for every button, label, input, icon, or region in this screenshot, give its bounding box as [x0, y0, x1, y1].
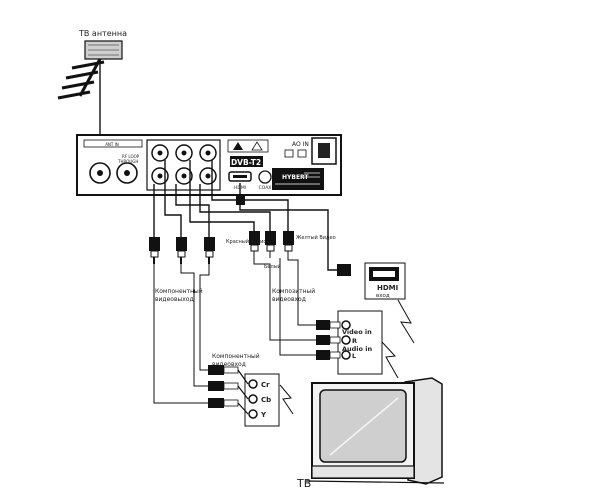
receiver-back-panel: ANT IN RF LOOP THROUGH DVB-T2 AO IN HYBE… [76, 134, 342, 196]
cr-socket [248, 379, 258, 389]
brand-label-plate [272, 168, 324, 190]
video-in-socket [341, 320, 351, 330]
component-input-box: Cr Cb Y [208, 365, 294, 427]
component-plugs [149, 237, 215, 264]
audio-l-socket [341, 350, 351, 360]
hdmi-plug [337, 264, 351, 276]
coax-port-label: COAX [259, 185, 272, 191]
rf-loop-label: RF LOOP [122, 154, 140, 159]
coax-port [258, 170, 272, 184]
rca-plug-blue [176, 237, 187, 264]
audio-l-label: L [352, 352, 356, 360]
tv-screen [319, 389, 407, 463]
cr-label: Cr [261, 381, 270, 389]
tv-antenna: ТВ антенна [57, 29, 127, 140]
composite-in-label-2: видеовход [272, 296, 306, 303]
dvb-logo [230, 156, 263, 167]
hdmi-input: HDMI вход [337, 262, 415, 344]
tv-set: ТВ [296, 377, 445, 490]
rf-through-label: THROUGH [117, 159, 138, 164]
video-in-label: Video in [342, 328, 372, 336]
hdmi-input-label-2: вход [376, 293, 390, 299]
audio-in-label: Audio in [342, 345, 372, 353]
dvb-logo-text: DVB-T2 [231, 158, 261, 167]
white-label: Белый [264, 263, 281, 270]
brand-label: HYBERT [282, 174, 309, 181]
rca-plug-green [149, 237, 160, 264]
cb-label: Cb [261, 396, 271, 404]
component-out-label-1: Компонентный [155, 288, 203, 295]
component-out-label-2: видеовыход [155, 296, 194, 303]
lower-cables [153, 251, 316, 404]
hdmi-input-label-1: HDMI [377, 284, 398, 292]
audio-r-socket [341, 335, 351, 345]
av-input-box: Video in R Audio in L [316, 310, 399, 379]
composite-plugs: Красный аудио Белый Желтый Видео [226, 231, 336, 270]
yellow-video-label: Желтый Видео [296, 234, 336, 241]
cables [153, 160, 340, 271]
tv-label: ТВ [296, 477, 311, 490]
audio-r-label: R [352, 337, 357, 345]
rca-plug-white-audio [265, 231, 276, 245]
composite-in-label-1: Композитный [272, 288, 315, 295]
cb-socket [248, 394, 258, 404]
ao-in-label: AO IN [292, 141, 309, 148]
ant-in-label: ANT IN [105, 142, 119, 147]
y-label: Y [260, 411, 267, 419]
y-socket [248, 409, 258, 419]
rca-plug-yellow-video [283, 231, 294, 245]
rca-plug-red [204, 237, 215, 264]
rca-plug-red-audio [249, 231, 260, 245]
component-in-label-2: видеовход [212, 361, 246, 368]
antenna-label: ТВ антенна [78, 29, 127, 38]
component-in-label-1: Компонентный [212, 353, 260, 360]
red-audio-label: Красный аудио [226, 238, 266, 245]
